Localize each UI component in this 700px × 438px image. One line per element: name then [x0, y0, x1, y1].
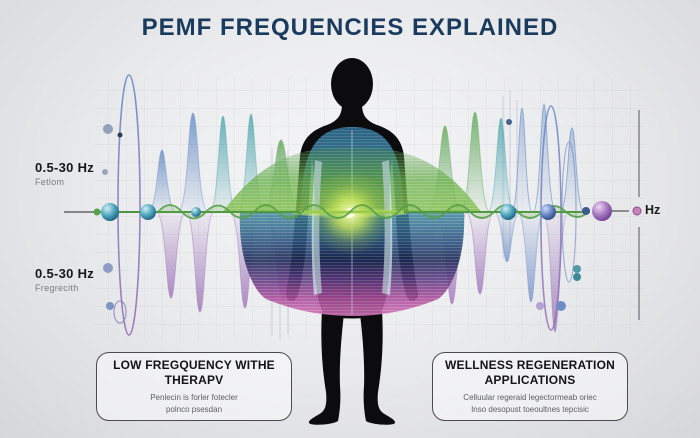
info-box-title-line2: APPLICATIONS [484, 373, 576, 388]
info-box-title-line1: LOW FREGQUENCY WITHE [113, 357, 275, 372]
info-box-title-line1: WELLNESS REGENERATION [445, 357, 615, 372]
info-box-title-line2: THERAPV [164, 373, 224, 388]
floating-dots [102, 119, 581, 311]
frequency-value: 0.5-30 Hz [35, 160, 95, 175]
info-box-body-line1: Penlecin is forler fotecler [150, 393, 238, 402]
axis-node-spheres [93, 201, 642, 221]
silhouette-right-leg [358, 289, 396, 425]
hz-marker-dot [632, 206, 642, 216]
frequency-label-bottom: 0.5-30 Hz Fregrecith [35, 266, 94, 293]
silhouette-head [331, 58, 373, 110]
info-box-body-line2: Inso desopust toeoultnes tepcisic [471, 404, 589, 414]
frequency-caption: Fetlom [35, 177, 65, 187]
page-title: PEMF FREQUENCIES EXPLAINED [141, 14, 559, 41]
frequency-value: 0.5-30 Hz [35, 266, 95, 281]
axis-ripple [157, 204, 589, 220]
info-box-body-line1: Celluular regeraid legectormeab oriec [463, 393, 597, 402]
frequency-label-top: 0.5-30 Hz Fetlom [35, 160, 94, 187]
info-box-low-frequency: LOW FREGQUENCY WITHE THERAPV Penlecin is… [96, 352, 292, 421]
frequency-caption: Fregrecith [35, 283, 79, 293]
silhouette-left-leg [308, 289, 346, 425]
info-box-body-line2: polnco psesdan [165, 404, 223, 414]
info-box-wellness: WELLNESS REGENERATION APPLICATIONS Cellu… [432, 352, 628, 421]
axis-unit-label: Hz [645, 203, 661, 217]
